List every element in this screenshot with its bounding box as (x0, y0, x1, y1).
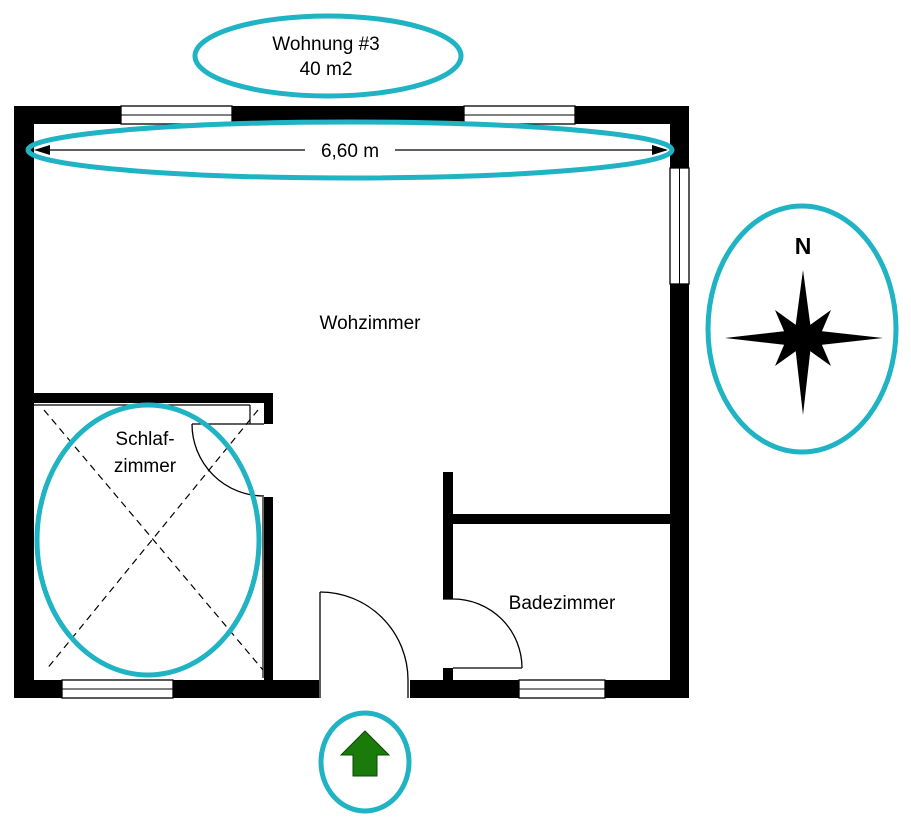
dimension-arrow-right (652, 145, 668, 155)
highlight-entrance (318, 710, 412, 814)
compass-rose-icon (725, 270, 883, 415)
window-top-right (463, 105, 576, 125)
entrance-arrow-icon (339, 730, 391, 777)
apartment-area: 40 m2 (300, 59, 353, 80)
wall-top-right (575, 106, 689, 124)
interior-walls (34, 393, 670, 680)
wall-bath-left-upper (443, 472, 453, 599)
room-label-living: Wohzimmer (320, 313, 422, 334)
window-top-left (120, 105, 233, 125)
highlight-annotations (25, 13, 899, 814)
door-bedroom (191, 423, 265, 497)
wall-left (14, 106, 34, 698)
wall-bath-left-lower (443, 668, 453, 680)
wall-bedroom-right-lower (264, 497, 273, 680)
wall-bottom-middle-right (410, 680, 519, 698)
wall-bedroom-top (34, 393, 273, 403)
room-label-bedroom-line2: zimmer (114, 456, 177, 477)
window-right (669, 167, 690, 285)
window-bottom-left (61, 679, 174, 699)
dimension-arrow-left (34, 145, 50, 155)
apartment-title: Wohnung #3 40 m2 (272, 34, 379, 80)
highlight-bedroom (34, 402, 262, 678)
bedroom-void-cross (43, 409, 264, 671)
width-dimension-label: 6,60 m (321, 141, 379, 162)
exterior-walls (14, 105, 690, 699)
highlight-width-dimension (25, 119, 675, 181)
wall-bedroom-right-upper (264, 393, 273, 424)
wall-bottom-right (605, 680, 689, 698)
room-label-bathroom: Badezimmer (509, 593, 616, 614)
highlight-compass (705, 203, 899, 455)
wall-top-middle (232, 106, 464, 124)
wall-right-lower (670, 284, 689, 698)
wall-bottom-middle-left (173, 680, 319, 698)
door-bathroom (443, 598, 523, 669)
wall-top-left (14, 106, 121, 124)
highlight-apartment-title (192, 13, 464, 99)
compass-north-label: N (795, 233, 812, 259)
door-entrance (319, 591, 409, 698)
width-dimension: 6,60 m (34, 141, 668, 162)
room-label-bedroom-line1: Schlaf- (115, 429, 174, 450)
apartment-name: Wohnung #3 (272, 34, 379, 55)
window-bottom-right (518, 679, 606, 699)
wall-right-upper (670, 106, 689, 168)
wall-bath-top (453, 514, 670, 524)
wall-bottom-left (14, 680, 62, 698)
